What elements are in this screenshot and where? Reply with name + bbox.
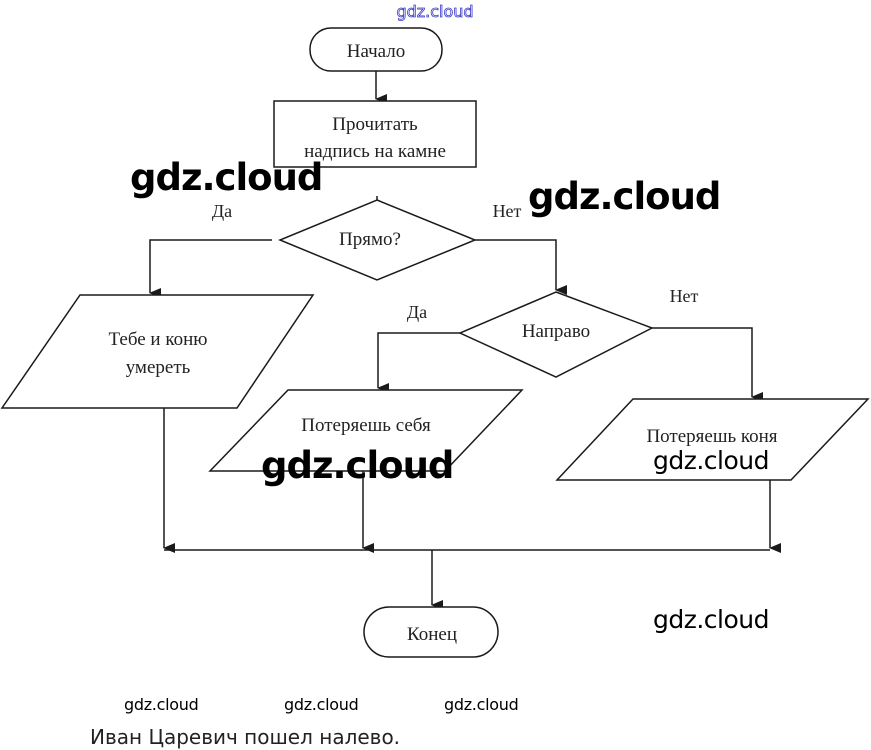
end-label: Конец	[407, 624, 457, 645]
read-label-line2: надпись на камне	[304, 141, 446, 162]
decision2-shape	[458, 291, 654, 378]
arrow-decision1-no	[475, 239, 567, 295]
start-label: Начало	[347, 41, 406, 62]
end-node: Конец	[363, 606, 499, 658]
arrow-decision1-yes	[149, 239, 272, 298]
decision1-label: Прямо?	[339, 229, 401, 250]
start-node: Начало	[309, 27, 443, 72]
read-process-shape	[273, 100, 477, 168]
output2-label: Потеряешь себя	[301, 415, 431, 436]
output3-label: Потеряешь коня	[646, 426, 777, 447]
output2-shape	[208, 389, 524, 472]
watermark-big-left: gdz.cloud	[130, 156, 322, 199]
watermark-small-1: gdz.cloud	[124, 695, 198, 714]
arrow-decision2-no	[652, 327, 763, 402]
decision1-no-label: Нет	[493, 201, 522, 221]
watermark-mid-right-box: gdz.cloud	[653, 446, 769, 475]
output1-label-line1: Тебе и коню	[109, 329, 208, 350]
decision1-yes-label: Да	[212, 201, 232, 221]
output2-node: Потеряешь себя	[208, 389, 524, 472]
output3-node: Потеряешь коня	[555, 398, 870, 481]
watermark-top: gdz.cloud	[396, 2, 473, 21]
output3-shape	[555, 398, 870, 481]
watermark-big-center: gdz.cloud	[261, 444, 453, 487]
watermark-small-2: gdz.cloud	[284, 695, 358, 714]
watermark-small-3: gdz.cloud	[444, 695, 518, 714]
read-label-line1: Прочитать	[332, 114, 418, 135]
decision1-shape	[278, 199, 477, 281]
decision2-node: Направо	[458, 291, 654, 378]
output1-node: Тебе и коню умереть	[0, 294, 315, 409]
output1-label-line2: умереть	[126, 357, 191, 378]
answer-text: Иван Царевич пошел налево.	[90, 725, 400, 749]
arrow-decision2-yes	[377, 332, 460, 393]
decision2-yes-label: Да	[407, 302, 427, 322]
watermark-mid-bottom-right: gdz.cloud	[653, 605, 769, 634]
decision2-label: Направо	[522, 321, 590, 342]
end-terminator-shape	[363, 606, 499, 658]
decision2-no-label: Нет	[670, 286, 699, 306]
decision1-node: Прямо?	[278, 199, 477, 281]
read-process-node: Прочитать надпись на камне	[273, 100, 477, 168]
output1-shape	[0, 294, 315, 409]
watermark-big-right: gdz.cloud	[528, 175, 720, 218]
